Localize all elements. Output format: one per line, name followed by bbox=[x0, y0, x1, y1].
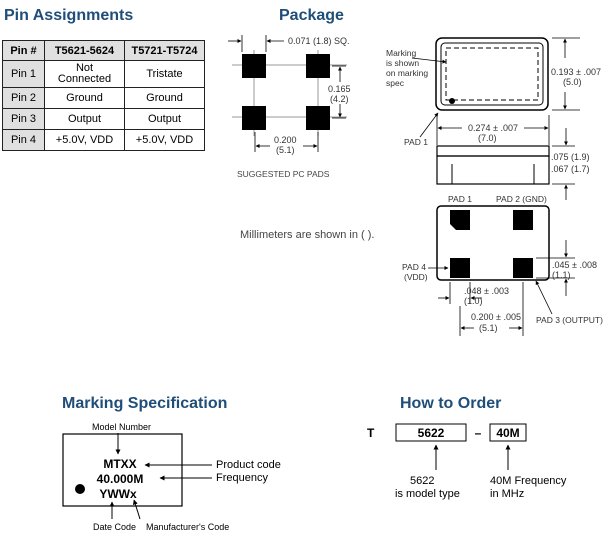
pin-cell: Pin 3 bbox=[2, 108, 45, 130]
pad-w-mm: (1.0) bbox=[464, 296, 483, 306]
value-cell: Not Connected bbox=[44, 60, 125, 88]
pitch-dim: 0.200 ± .005 bbox=[471, 312, 521, 322]
pad-h-dim: .045 ± .008 bbox=[552, 260, 597, 270]
pad1-label: PAD 1 bbox=[404, 137, 428, 147]
bottom-view-body bbox=[436, 205, 550, 281]
table-row: Pin 1 Not Connected Tristate bbox=[2, 60, 205, 88]
order-freq-note-2: in MHz bbox=[490, 488, 524, 500]
package-side-view: 0.274 ± .007 (7.0) .075 (1.9) .067 (1.7) bbox=[436, 115, 590, 200]
pad4-label: PAD 4 bbox=[402, 262, 426, 272]
side-view-lid bbox=[436, 145, 550, 157]
marking-area bbox=[445, 47, 539, 101]
table-header-row: Pin # T5621-5624 T5721-T5724 bbox=[2, 40, 205, 61]
top-h-dim: 0.193 ± .007 bbox=[551, 67, 601, 77]
marking-note-2: is shown bbox=[386, 58, 419, 68]
marking-spec-title: Marking Specification bbox=[62, 395, 228, 412]
pads-sq-dim: 0.071 (1.8) SQ. bbox=[288, 36, 350, 46]
top-view-body bbox=[435, 37, 549, 111]
pin-cell: Pin 2 bbox=[2, 87, 45, 109]
pads-w-dim: 0.200 bbox=[274, 135, 297, 145]
marking-note-3: on marking bbox=[386, 68, 428, 78]
package-top-view: Marking is shown on marking spec 0.193 ±… bbox=[386, 37, 601, 147]
how-to-order-title: How to Order bbox=[400, 395, 502, 412]
pc-pad-top-right bbox=[306, 54, 330, 78]
body-w-dim: 0.274 ± .007 bbox=[468, 123, 518, 133]
marking-note-4: spec bbox=[386, 78, 405, 88]
order-freq-note-1: 40M Frequency bbox=[490, 475, 567, 487]
bottom-pad2-label: PAD 2 (GND) bbox=[496, 194, 547, 204]
pads-caption: SUGGESTED PC PADS bbox=[237, 169, 330, 179]
pads-h-dim: 0.165 bbox=[328, 84, 351, 94]
bottom-pad-4 bbox=[450, 258, 470, 278]
side-h1: .075 (1.9) bbox=[551, 152, 590, 162]
manufacturer-code-label: Manufacturer's Code bbox=[146, 522, 229, 532]
order-prefix: T bbox=[367, 426, 375, 440]
pc-pad-top-left bbox=[242, 54, 266, 78]
order-model: 5622 bbox=[418, 426, 445, 440]
bottom-pad1-label: PAD 1 bbox=[448, 194, 472, 204]
pad-w-dim: .048 ± .003 bbox=[464, 286, 509, 296]
value-cell: +5.0V, VDD bbox=[44, 129, 125, 151]
frequency-label: Frequency bbox=[216, 472, 268, 484]
pc-pad-bottom-left bbox=[242, 106, 266, 130]
package-bottom-view: PAD 1 PAD 2 (GND) PAD 4 (VDD) .045 ± .00… bbox=[402, 194, 603, 336]
header-pin: Pin # bbox=[2, 40, 45, 61]
pin1-dot bbox=[449, 98, 455, 104]
pin-cell: Pin 4 bbox=[2, 129, 45, 151]
order-model-note-2: is model type bbox=[395, 488, 460, 500]
table-row: Pin 4 +5.0V, VDD +5.0V, VDD bbox=[2, 129, 205, 151]
bottom-pad-3 bbox=[513, 258, 533, 278]
pad4-sub: (VDD) bbox=[404, 272, 428, 282]
value-cell: +5.0V, VDD bbox=[124, 129, 205, 151]
product-code-label: Product code bbox=[216, 459, 281, 471]
top-view-lid bbox=[440, 42, 544, 106]
suggested-pc-pads: 0.071 (1.8) SQ. 0.165 (4.2) 0.200 (5.1) … bbox=[228, 35, 351, 179]
header-t5621: T5621-5624 bbox=[44, 40, 125, 61]
package-title: Package bbox=[279, 7, 344, 24]
order-freq-box bbox=[489, 423, 527, 442]
body-w-mm: (7.0) bbox=[478, 133, 497, 143]
order-model-note-1: 5622 bbox=[410, 475, 434, 487]
marking-line1: MTXX bbox=[103, 457, 136, 471]
pads-w-mm: (5.1) bbox=[276, 145, 295, 155]
pin-cell: Pin 1 bbox=[2, 60, 45, 88]
pad-h-mm: (1.1) bbox=[552, 270, 571, 280]
side-view-base bbox=[436, 155, 550, 185]
how-to-order-diagram: T 5622 – 40M 5622 is model type 40M Freq… bbox=[367, 423, 567, 500]
pin-assignments-title: Pin Assignments bbox=[4, 7, 134, 24]
marking-pin1-dot bbox=[75, 484, 85, 494]
order-freq: 40M bbox=[496, 426, 519, 440]
marking-line2: 40.000M bbox=[97, 472, 144, 486]
pin-assignments-table: Pin # T5621-5624 T5721-T5724 Pin 1 Not C… bbox=[2, 40, 205, 151]
marking-chip-outline bbox=[62, 433, 183, 507]
pc-pad-bottom-right bbox=[306, 106, 330, 130]
table-row: Pin 3 Output Output bbox=[2, 108, 205, 130]
pad3-label: PAD 3 (OUTPUT) bbox=[536, 315, 603, 325]
bottom-pad-2 bbox=[513, 210, 533, 230]
marking-line3: YWWx bbox=[99, 487, 137, 501]
marking-spec-diagram: Model Number MTXX 40.000M YWWx Product c… bbox=[62, 422, 281, 532]
top-h-mm: (5.0) bbox=[563, 77, 582, 87]
order-model-box bbox=[395, 423, 467, 442]
pitch-mm: (5.1) bbox=[479, 323, 498, 333]
model-number-label: Model Number bbox=[92, 422, 151, 432]
order-dash: – bbox=[475, 426, 482, 440]
side-h2: .067 (1.7) bbox=[551, 164, 590, 174]
table-row: Pin 2 Ground Ground bbox=[2, 87, 205, 109]
millimeters-note: Millimeters are shown in ( ). bbox=[240, 229, 374, 241]
marking-note-1: Marking bbox=[386, 48, 417, 58]
date-code-label: Date Code bbox=[93, 522, 136, 532]
pads-h-mm: (4.2) bbox=[330, 94, 349, 104]
bottom-pad-1 bbox=[450, 210, 470, 230]
